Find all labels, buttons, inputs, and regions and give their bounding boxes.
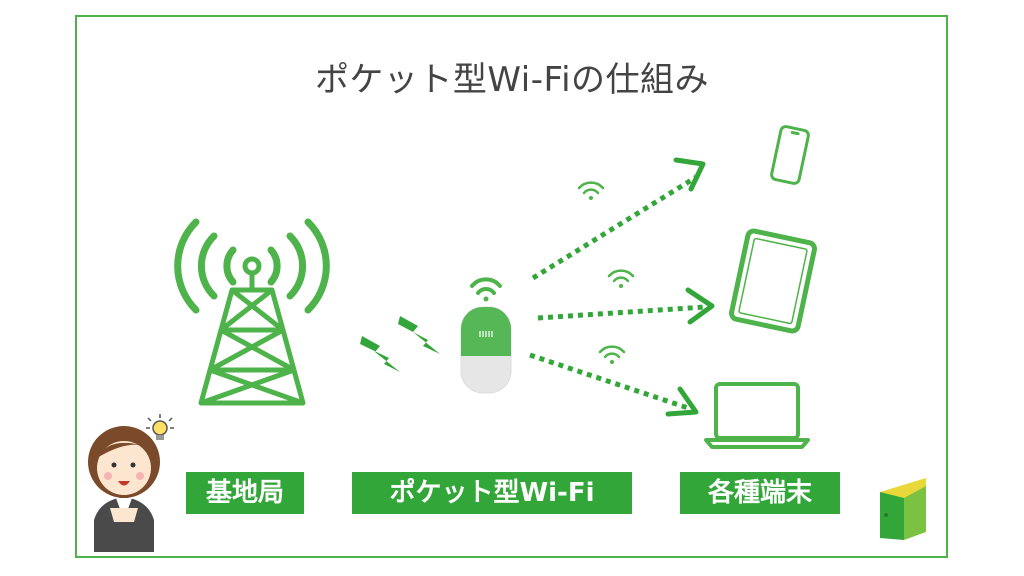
label-devices: 各種端末: [680, 472, 840, 514]
arrow-to-smartphone: [531, 173, 700, 281]
lightbulb-icon: [146, 414, 174, 440]
woman-character-illustration: [88, 426, 160, 552]
wifi-signal-icon: [577, 181, 605, 200]
wifi-signal-icon: [470, 277, 502, 302]
arrow-to-laptop: [529, 352, 689, 411]
diagram-frame: [75, 15, 948, 558]
label-pocket-wifi: ポケット型Wi-Fi: [352, 472, 632, 514]
tower-signal-waves: [174, 218, 330, 314]
wifi-signal-icon: [598, 345, 626, 364]
tablet-icon: [729, 228, 817, 334]
wifi-signal-icon: [607, 269, 635, 288]
arrow-heads: [665, 157, 715, 417]
lightning-bolt-icon: [360, 316, 440, 372]
label-base-station: 基地局: [186, 472, 304, 514]
door-logo-icon: [880, 478, 926, 540]
arrow-to-tablet: [537, 304, 706, 321]
smartphone-icon: [770, 125, 810, 185]
dotted-arrows: [529, 173, 706, 411]
diagram-title: ポケット型Wi-Fiの仕組み: [314, 60, 710, 100]
laptop-icon: [704, 382, 810, 449]
pocket-wifi-router-icon: [460, 306, 512, 394]
radio-tower-icon: [198, 256, 306, 406]
